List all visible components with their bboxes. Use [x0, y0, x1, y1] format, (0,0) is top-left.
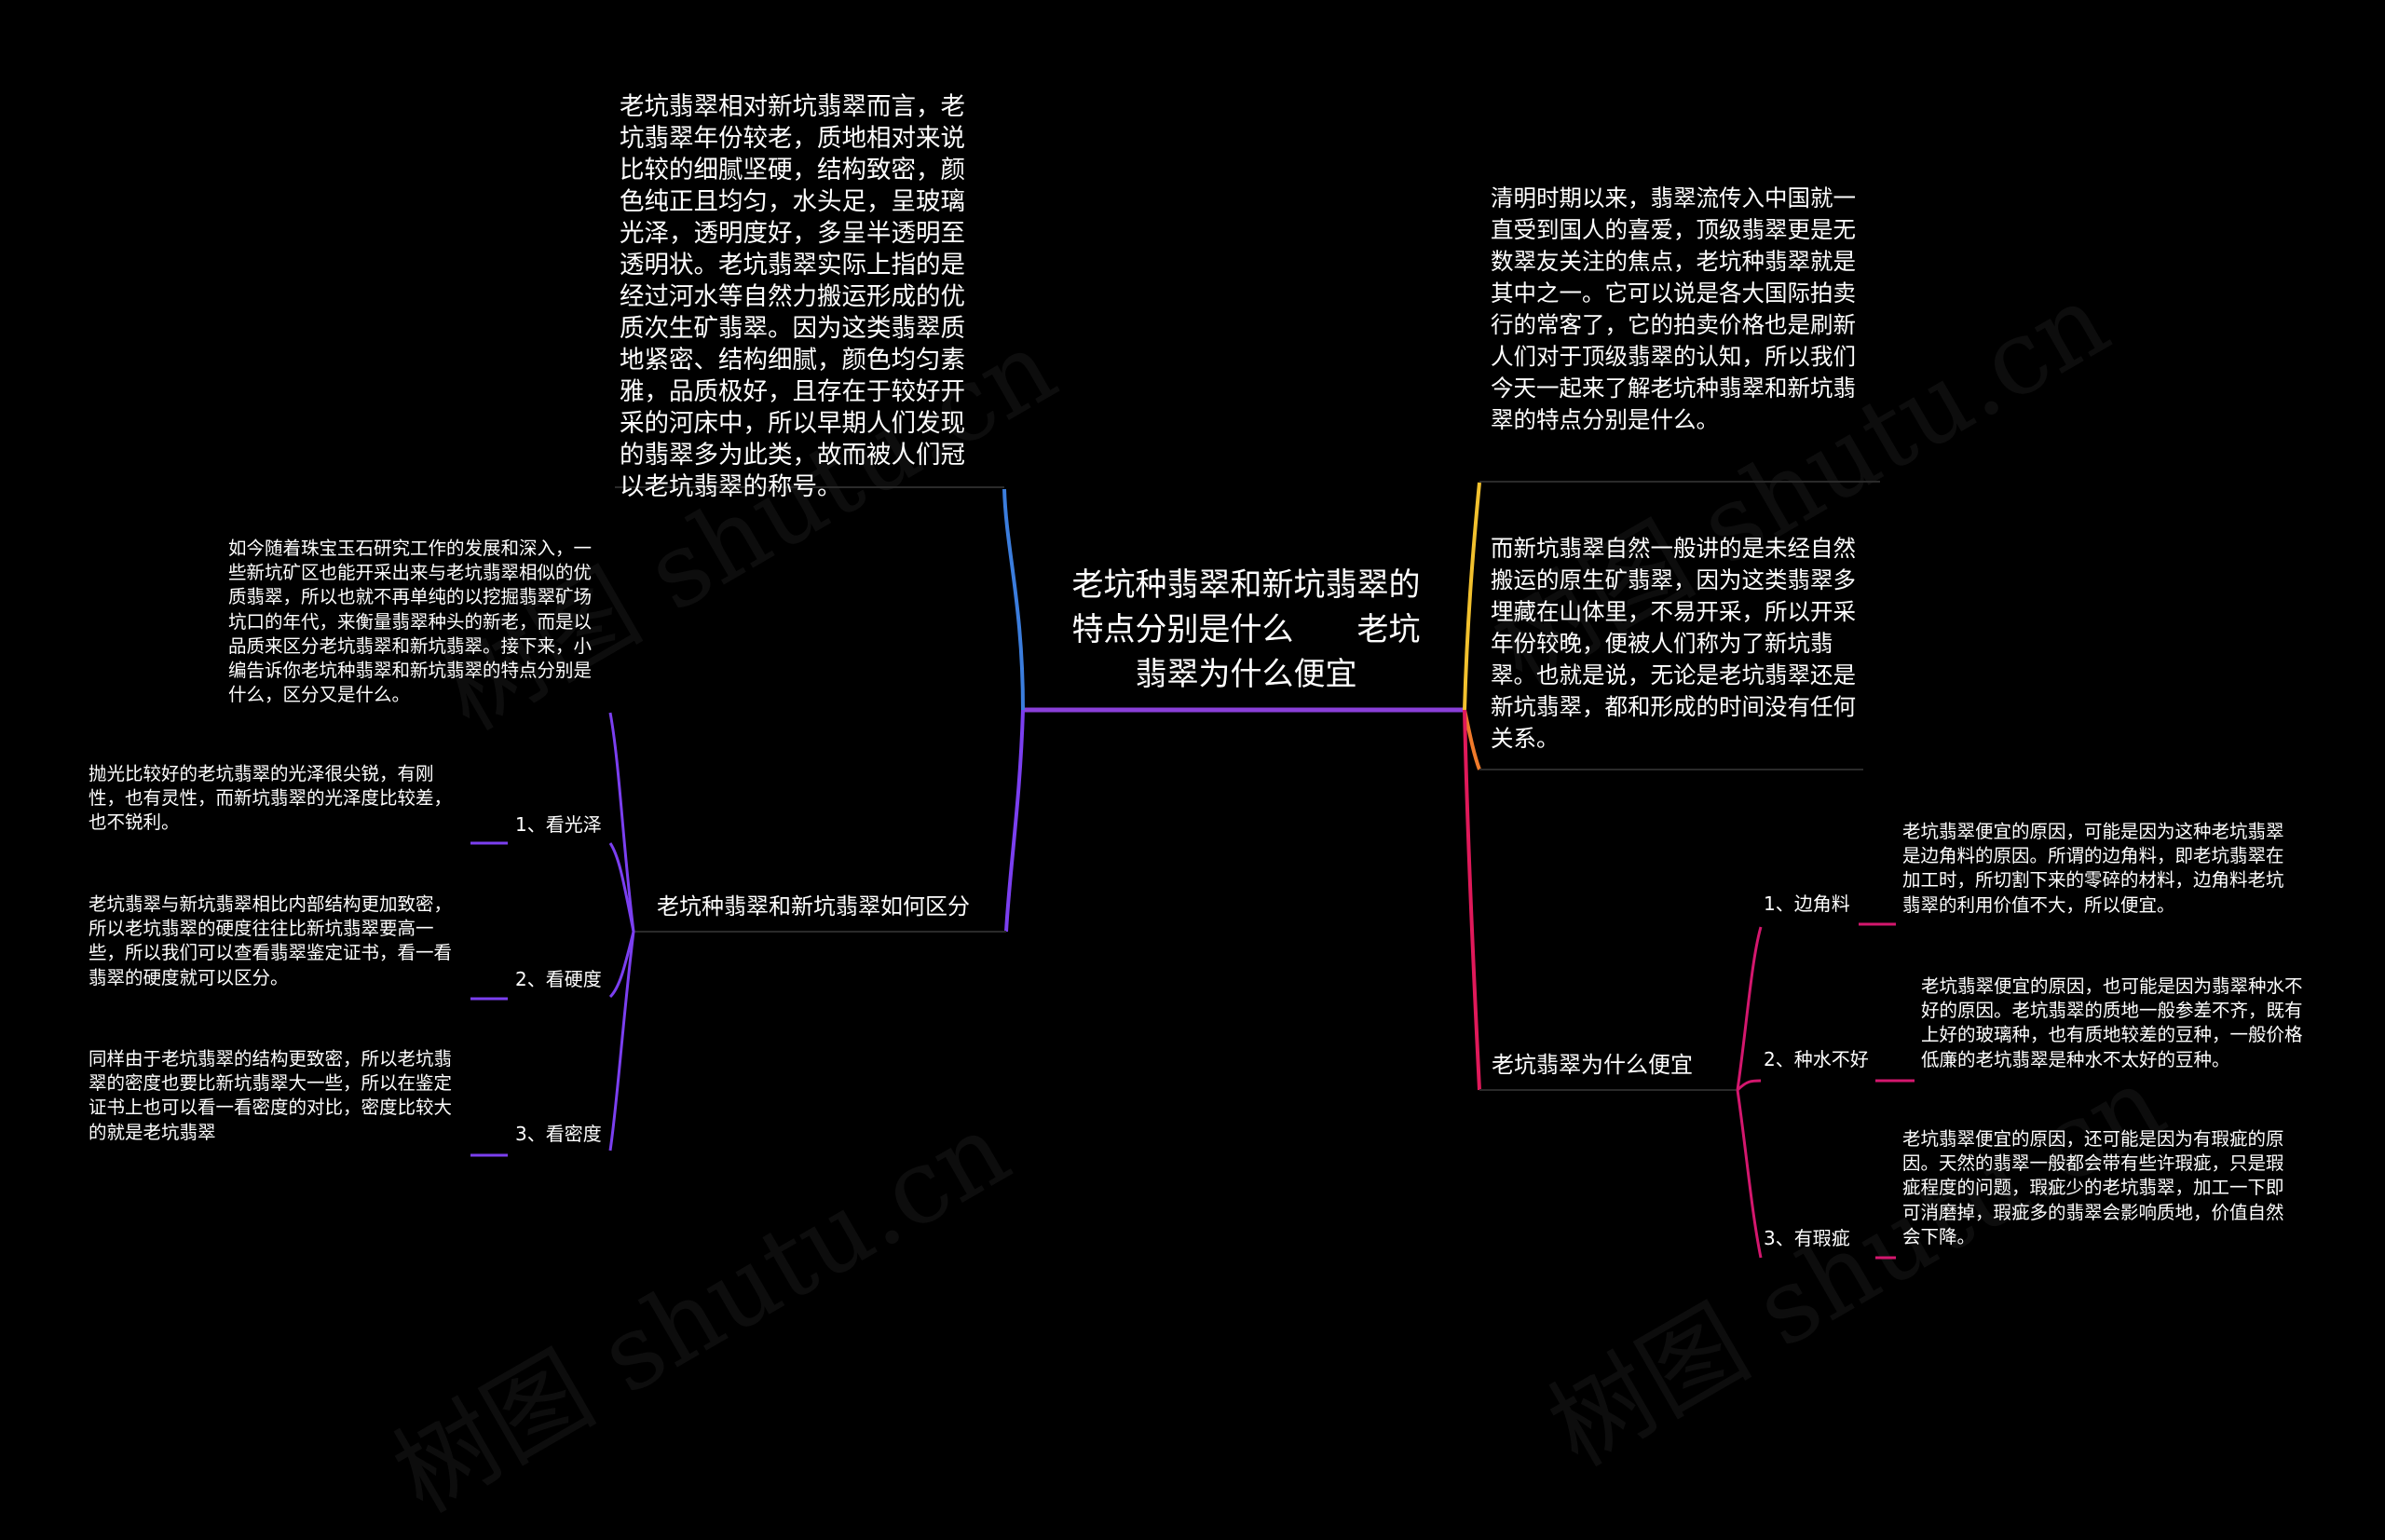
connector-r-item-1	[1736, 926, 1763, 1091]
left-branch-label[interactable]: 老坑种翡翠和新坑翡翠如何区分	[657, 893, 970, 920]
left-item-label-2[interactable]: 2、看硬度	[515, 968, 602, 990]
connector-right-branch	[1463, 709, 1481, 1091]
connector-r-item-2	[1736, 1079, 1762, 1092]
right-text-1[interactable]: 清明时期以来，翡翠流传入中国就一直受到国人的喜爱，顶级翡翠更是无数翠友关注的焦点…	[1491, 184, 1856, 433]
right-item-text-2[interactable]: 老坑翡翠便宜的原因，也可能是因为翡翠种水不好的原因。老坑翡翠的质地一般参差不齐，…	[1921, 975, 2303, 1070]
connector-r-item-3	[1736, 1089, 1763, 1259]
central-topic[interactable]: 老坑种翡翠和新坑翡翠的特点分别是什么 老坑翡翠为什么便宜	[1071, 566, 1421, 693]
connector-item-3	[608, 931, 635, 1152]
connector-item-1	[608, 842, 635, 933]
left-item-text-3[interactable]: 同样由于老坑翡翠的结构更致密，所以老坑翡翠的密度也要比新坑翡翠大一些，所以在鉴定…	[89, 1048, 453, 1143]
right-item-label-2[interactable]: 2、种水不好	[1764, 1048, 1869, 1070]
right-item-text-1[interactable]: 老坑翡翠便宜的原因，可能是因为这种老坑翡翠是边角料的原因。所谓的边角料，即老坑翡…	[1902, 821, 2284, 916]
connector-left-branch	[1004, 709, 1025, 933]
right-branch-label[interactable]: 老坑翡翠为什么便宜	[1492, 1052, 1693, 1078]
left-item-label-3[interactable]: 3、看密度	[515, 1123, 602, 1145]
right-item-text-3[interactable]: 老坑翡翠便宜的原因，还可能是因为有瑕疵的原因。天然的翡翠一般都会带有些许瑕疵，只…	[1902, 1128, 2284, 1247]
left-intro-text[interactable]: 如今随着珠宝玉石研究工作的发展和深入，一些新坑矿区也能开采出来与老坑翡翠相似的优…	[228, 538, 593, 706]
right-item-label-3[interactable]: 3、有瑕疵	[1764, 1227, 1850, 1249]
right-text-2[interactable]: 而新坑翡翠自然一般讲的是未经自然搬运的原生矿翡翠，因为这类翡翠多埋藏在山体里，不…	[1491, 535, 1856, 752]
connector-left-top	[1002, 488, 1025, 711]
connector-intro	[608, 712, 635, 933]
mindmap-connectors	[470, 481, 1915, 1260]
left-top-text[interactable]: 老坑翡翠相对新坑翡翠而言，老坑翡翠年份较老，质地相对来说比较的细腻坚硬，结构致密…	[620, 92, 965, 501]
right-item-label-1[interactable]: 1、边角料	[1764, 893, 1850, 915]
left-item-text-1[interactable]: 抛光比较好的老坑翡翠的光泽很尖锐，有刚性，也有灵性，而新坑翡翠的光泽度比较差，也…	[89, 763, 453, 834]
left-item-text-2[interactable]: 老坑翡翠与新坑翡翠相比内部结构更加致密，所以老坑翡翠的硬度往往比新坑翡翠要高一些…	[89, 893, 453, 988]
left-item-label-1[interactable]: 1、看光泽	[515, 813, 602, 836]
connector-right-text1	[1463, 482, 1481, 711]
